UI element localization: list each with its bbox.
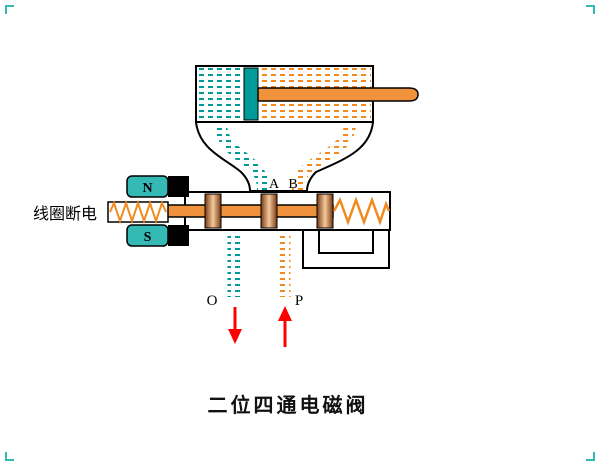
flow-arrow-up-head <box>278 306 292 321</box>
magnet-south <box>126 224 169 247</box>
coil-winding <box>109 199 167 225</box>
corner-mark-top-right <box>586 5 595 14</box>
port-o-label: O <box>207 293 218 309</box>
channel-a-teal <box>215 123 269 191</box>
coil-status-label: 线圈断电 <box>33 205 97 223</box>
corner-marks <box>5 5 595 461</box>
spool-land-right <box>316 193 334 229</box>
flow-arrow-down-head <box>228 329 242 344</box>
channel-b-orange <box>292 123 356 191</box>
piston-rod <box>257 87 419 102</box>
spool-land-left <box>204 193 222 229</box>
corner-mark-bottom-left <box>5 452 14 461</box>
magnet-north-label: N <box>142 181 152 196</box>
yoke-block-bottom <box>168 225 189 246</box>
magnet-north <box>126 175 169 198</box>
diagram-caption: 二位四通电磁阀 <box>208 393 369 417</box>
corner-mark-bottom-right <box>586 452 595 461</box>
port-b-label: B <box>288 177 297 192</box>
cylinder-left-chamber <box>198 68 244 120</box>
corner-mark-top-left <box>5 5 14 14</box>
magnet-south-label: S <box>144 230 152 245</box>
port-a-label: A <box>269 177 280 192</box>
valve-funnel <box>195 121 374 192</box>
piston <box>243 67 259 121</box>
yoke-block-top <box>168 176 189 197</box>
spool-land-middle <box>260 193 278 229</box>
return-spring <box>332 196 391 226</box>
port-p-label: P <box>295 293 303 309</box>
